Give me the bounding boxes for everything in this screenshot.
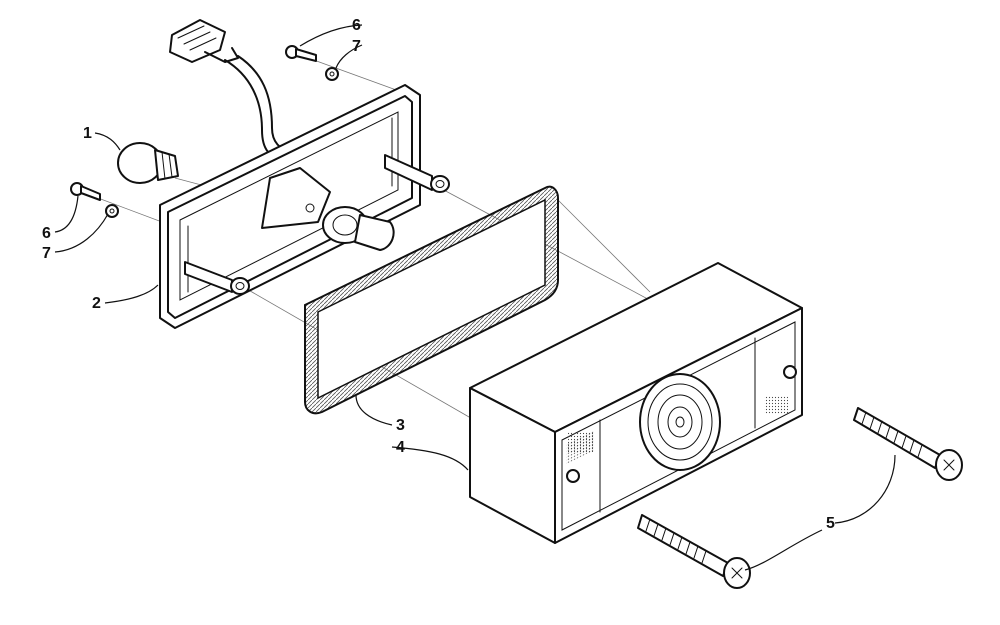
callout-7-top: 7 [352,38,361,55]
callout-5: 5 [826,515,835,532]
callout-3: 3 [396,417,405,434]
lamp-body [469,262,803,544]
washer-top [325,67,339,81]
washer-left [105,204,119,218]
callout-7-left: 7 [42,245,51,262]
gasket [304,185,559,415]
callout-2: 2 [92,295,101,312]
wire-harness [169,19,293,161]
small-screw-left [70,182,101,201]
callout-4: 4 [396,439,405,456]
callout-leaders [54,24,896,571]
small-screw-top [285,45,317,62]
long-screw-right [853,407,963,481]
callout-1: 1 [83,125,92,142]
long-screw-bottom [637,514,751,589]
callout-labels: 1 2 3 4 5 6 7 6 7 [42,17,835,532]
callout-6-top: 6 [352,17,361,34]
bulb [117,142,179,184]
callout-6-left: 6 [42,225,51,242]
housing-base-plate [159,84,450,329]
